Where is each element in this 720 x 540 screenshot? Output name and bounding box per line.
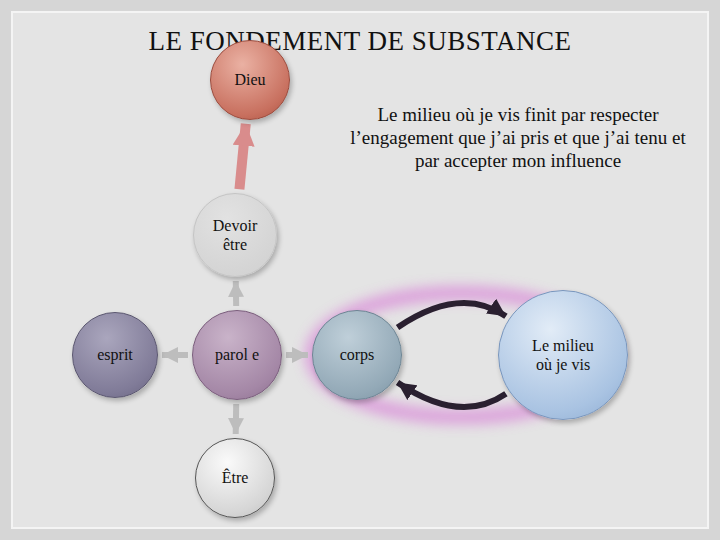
text-holder: Être [222,468,249,487]
middle-circle: Devoir être [193,193,277,277]
node-text: parol e [215,345,259,364]
note: Le milieu où je vis finit par respecter … [348,104,688,172]
center-circle: parol e [192,310,282,400]
text-holder: corps [340,345,375,364]
connector [162,352,188,358]
node-text: esprit [97,345,133,364]
node-text: Être [222,468,249,487]
title: LE FONDEMENT DE SUBSTANCE [0,26,720,57]
text-holder: Dieu [234,70,265,89]
connector [233,404,239,434]
right-circle: corps [312,310,402,400]
environment-circle: Le milieu où je vis [498,290,628,420]
connector [239,124,245,189]
text-holder: Le milieu où je vis [523,336,604,374]
text-holder: esprit [97,345,133,364]
connector [286,352,308,358]
bottom-circle: Être [195,438,275,518]
node-text: Dieu [234,70,265,89]
connector [233,281,239,306]
left-circle: esprit [72,312,158,398]
node-text: Le milieu où je vis [523,336,604,374]
panel [12,12,708,528]
top-circle: Dieu [210,40,290,120]
connector [398,383,506,407]
node-text: corps [340,345,375,364]
text-holder: Devoir être [209,216,261,254]
connector [398,303,506,327]
text-holder: parol e [215,345,259,364]
node-text: Devoir être [209,216,261,254]
